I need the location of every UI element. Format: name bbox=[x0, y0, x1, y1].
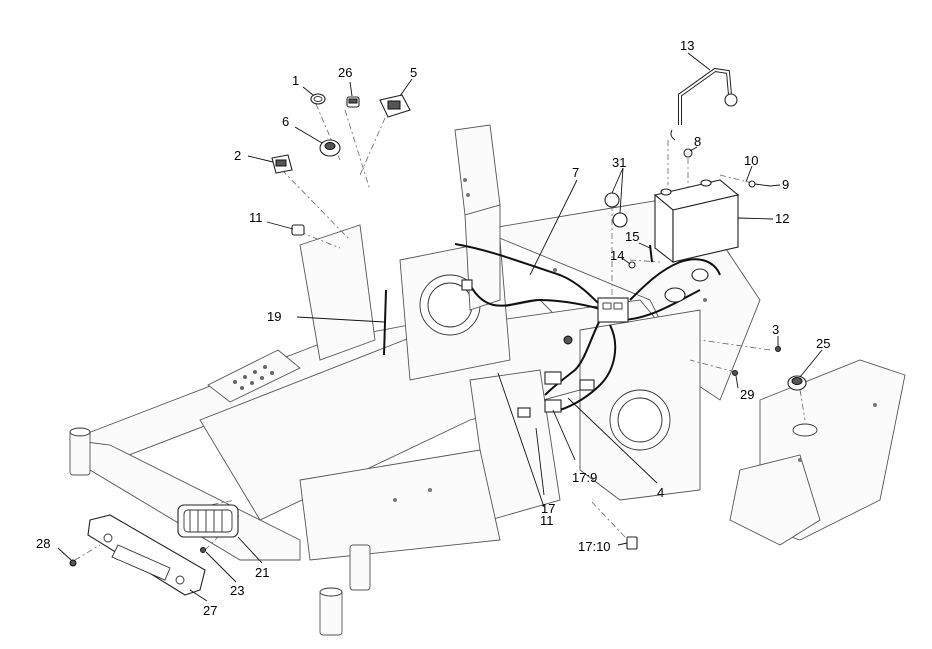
callout-13: 13 bbox=[680, 38, 694, 53]
leader-lines bbox=[57, 52, 823, 602]
part-27-bezel bbox=[87, 514, 206, 596]
callout-26: 26 bbox=[338, 65, 352, 80]
callout-labels: 1 26 5 6 2 11 19 7 31 13 8 10 9 12 15 14… bbox=[36, 38, 830, 618]
part-21-headlight bbox=[177, 504, 239, 538]
part-26-plug bbox=[346, 96, 360, 108]
callout-25: 25 bbox=[816, 336, 830, 351]
callout-1: 1 bbox=[292, 73, 299, 88]
part-29-screw bbox=[732, 370, 738, 376]
callout-7: 7 bbox=[572, 165, 579, 180]
part-13-bracket bbox=[670, 67, 738, 141]
callout-19: 19 bbox=[267, 309, 281, 324]
side-cover-pan bbox=[729, 359, 906, 546]
part-19-cable bbox=[383, 289, 387, 356]
part-23-screw bbox=[200, 547, 206, 553]
callout-5: 5 bbox=[410, 65, 417, 80]
part-15-bolt bbox=[649, 244, 653, 263]
part-6-key-switch bbox=[319, 139, 341, 157]
callout-31: 31 bbox=[612, 155, 626, 170]
callout-17-10: 17:10 bbox=[578, 539, 611, 554]
part-11-connector bbox=[291, 224, 305, 236]
callout-11-top: 11 bbox=[249, 210, 263, 225]
callout-17: 17 bbox=[541, 501, 555, 516]
part-31-ball-lower bbox=[612, 212, 628, 228]
callout-3: 3 bbox=[772, 322, 779, 337]
part-28-screw bbox=[69, 559, 77, 567]
callout-2: 2 bbox=[234, 148, 241, 163]
callout-29: 29 bbox=[740, 387, 754, 402]
part-31-ball-upper bbox=[604, 192, 620, 208]
callout-15: 15 bbox=[625, 229, 639, 244]
part-3-screw bbox=[775, 346, 781, 352]
part-12-battery bbox=[653, 179, 740, 264]
part-25-switch bbox=[787, 375, 807, 391]
callout-8: 8 bbox=[694, 134, 701, 149]
callout-6: 6 bbox=[282, 114, 289, 129]
callout-4: 4 bbox=[657, 485, 664, 500]
part-9-bolt bbox=[748, 180, 771, 188]
callout-11-bottom: 11 bbox=[540, 513, 554, 528]
part-14-terminal bbox=[628, 261, 636, 269]
callout-14: 14 bbox=[610, 248, 624, 263]
callout-10: 10 bbox=[744, 153, 758, 168]
callout-27: 27 bbox=[203, 603, 217, 618]
callout-28: 28 bbox=[36, 536, 50, 551]
part-5-switch-plate bbox=[379, 94, 411, 118]
callout-12: 12 bbox=[775, 211, 789, 226]
part-2-rocker-switch bbox=[271, 154, 293, 174]
wire-harness bbox=[454, 243, 721, 418]
callout-21: 21 bbox=[255, 565, 269, 580]
part-17-10-clip bbox=[626, 536, 638, 550]
callout-23: 23 bbox=[230, 583, 244, 598]
callout-17-9: 17:9 bbox=[572, 470, 597, 485]
callout-9: 9 bbox=[782, 177, 789, 192]
